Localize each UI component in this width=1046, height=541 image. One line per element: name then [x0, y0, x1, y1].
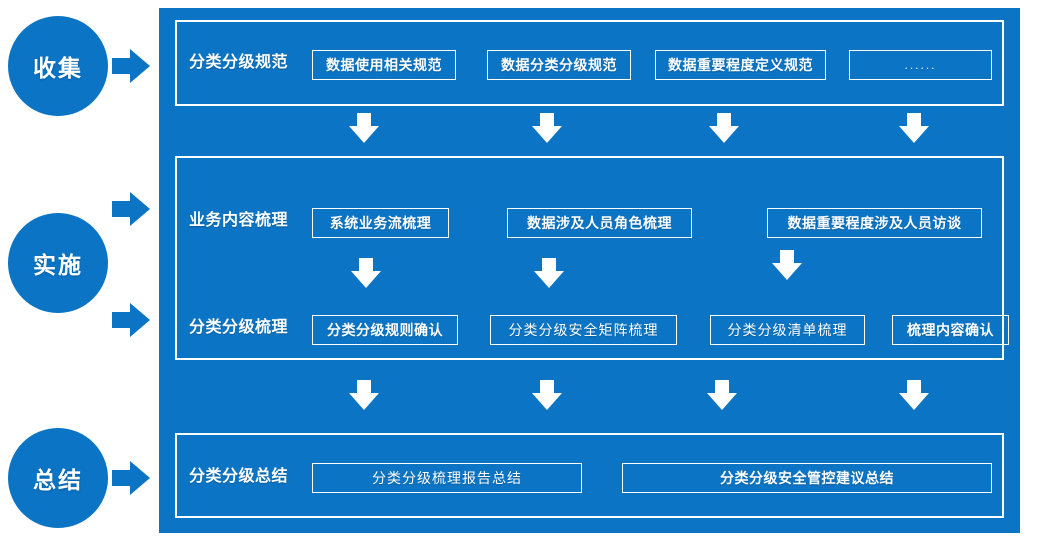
- arrow-head: [532, 126, 562, 143]
- arrow-head: [534, 271, 564, 288]
- chip-classification-report-summary[interactable]: 分类分级梳理报告总结: [312, 463, 582, 493]
- arrow-down-icon-norms-1: [349, 113, 379, 143]
- row-label-classification-summary: 分类分级总结: [189, 468, 289, 485]
- arrow-down-icon-class-2: [532, 380, 562, 410]
- arrow-head: [349, 126, 379, 143]
- row-classification-norms: 分类分级规范: [189, 48, 288, 72]
- chip-data-importance-personnel-interview[interactable]: 数据重要程度涉及人员访谈: [767, 208, 982, 238]
- arrow-shaft: [540, 380, 554, 395]
- arrow-down-icon-norms-4: [899, 113, 929, 143]
- chip-classification-security-advice-summary[interactable]: 分类分级安全管控建议总结: [622, 463, 992, 493]
- section-conclusion: 分类分级总结 分类分级梳理报告总结 分类分级安全管控建议总结: [175, 433, 1004, 518]
- chip-review-content-confirm[interactable]: 梳理内容确认: [892, 315, 1009, 345]
- chip-more-norms[interactable]: ......: [849, 50, 992, 80]
- arrow-shaft: [357, 380, 371, 395]
- section-norms: 分类分级规范 数据使用相关规范 数据分类分级规范 数据重要程度定义规范 ....…: [175, 20, 1004, 106]
- chip-data-usage-norms[interactable]: 数据使用相关规范: [312, 50, 456, 80]
- arrow-down-icon-class-3: [707, 380, 737, 410]
- arrow-right-icon-collect: [112, 49, 150, 83]
- chip-classification-inventory-review[interactable]: 分类分级清单梳理: [710, 315, 865, 345]
- chip-classification-rule-confirm[interactable]: 分类分级规则确认: [312, 315, 458, 345]
- arrow-shaft: [542, 258, 556, 273]
- arrow-head: [899, 393, 929, 410]
- arrow-head: [130, 303, 150, 337]
- arrow-head: [130, 49, 150, 83]
- arrow-head: [709, 126, 739, 143]
- chip-classification-security-matrix-review[interactable]: 分类分级安全矩阵梳理: [490, 315, 677, 345]
- arrow-shaft: [112, 201, 132, 217]
- arrow-down-icon-class-4: [899, 380, 929, 410]
- row-classification-summary: 分类分级总结: [189, 462, 288, 486]
- process-panel: 分类分级规范 数据使用相关规范 数据分类分级规范 数据重要程度定义规范 ....…: [159, 8, 1020, 533]
- row-business-content-review: 业务内容梳理: [189, 206, 288, 230]
- arrow-down-icon-impl-3: [772, 250, 802, 280]
- row-label-classification-review: 分类分级梳理: [189, 319, 289, 336]
- arrow-shaft: [717, 113, 731, 128]
- arrow-shaft: [357, 113, 371, 128]
- arrow-down-icon-impl-1: [351, 258, 381, 288]
- row-label-business-content-review: 业务内容梳理: [189, 212, 289, 229]
- stage-circle-collect[interactable]: 收集: [8, 16, 108, 116]
- arrow-head: [351, 271, 381, 288]
- arrow-right-icon-implement-top: [112, 192, 150, 226]
- chip-system-business-flow-review[interactable]: 系统业务流梳理: [312, 208, 449, 238]
- arrow-down-icon-norms-2: [532, 113, 562, 143]
- section-implementation: 业务内容梳理 系统业务流梳理 数据涉及人员角色梳理 数据重要程度涉及人员访谈 分…: [175, 156, 1009, 360]
- arrow-right-icon-summary: [112, 461, 150, 495]
- chip-data-personnel-role-review[interactable]: 数据涉及人员角色梳理: [507, 208, 692, 238]
- row-label-classification-norms: 分类分级规范: [189, 54, 289, 71]
- arrow-head: [349, 393, 379, 410]
- arrow-right-icon-implement-bottom: [112, 303, 150, 337]
- chip-data-importance-definition-norms[interactable]: 数据重要程度定义规范: [655, 50, 826, 80]
- arrow-shaft: [907, 380, 921, 395]
- arrow-head: [899, 126, 929, 143]
- arrow-shaft: [112, 58, 132, 74]
- arrow-shaft: [112, 312, 132, 328]
- arrow-head: [772, 263, 802, 280]
- arrow-down-icon-norms-3: [709, 113, 739, 143]
- chip-data-classification-norms[interactable]: 数据分类分级规范: [487, 50, 631, 80]
- arrow-head: [532, 393, 562, 410]
- stage-circle-implement[interactable]: 实施: [8, 213, 108, 313]
- arrow-head: [130, 192, 150, 226]
- arrow-shaft: [540, 113, 554, 128]
- arrow-shaft: [907, 113, 921, 128]
- stage-circle-summary[interactable]: 总结: [8, 428, 108, 528]
- arrow-down-icon-impl-2: [534, 258, 564, 288]
- arrow-shaft: [780, 250, 794, 265]
- arrow-head: [707, 393, 737, 410]
- arrow-head: [130, 461, 150, 495]
- arrow-shaft: [359, 258, 373, 273]
- arrow-shaft: [112, 470, 132, 486]
- arrow-down-icon-class-1: [349, 380, 379, 410]
- row-classification-review: 分类分级梳理: [189, 313, 288, 337]
- arrow-shaft: [715, 380, 729, 395]
